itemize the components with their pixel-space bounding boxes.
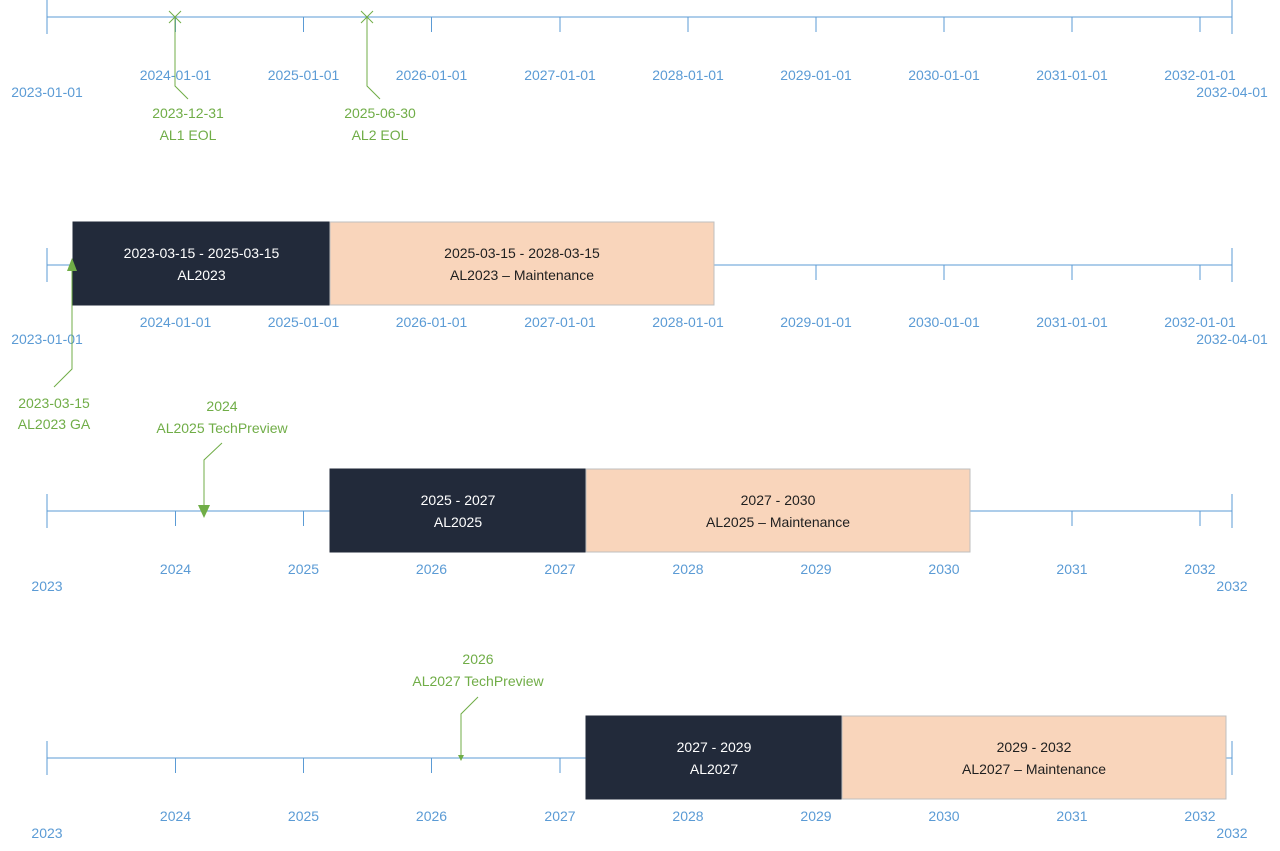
tick-label: 2027 [544, 561, 575, 577]
tick-label: 2024 [160, 808, 191, 824]
axis-start-label: 2023 [31, 825, 62, 841]
arrow-up-icon [67, 258, 77, 271]
tick-label: 2029 [800, 808, 831, 824]
tick-label: 2030-01-01 [908, 314, 980, 330]
active-phase-bar [329, 468, 587, 553]
tick-label: 2024 [160, 561, 191, 577]
phase-name-label: AL2025 – Maintenance [706, 514, 850, 530]
tick-label: 2027-01-01 [524, 67, 596, 83]
milestone-leader-line [174, 17, 189, 100]
tick-label: 2032 [1184, 561, 1215, 577]
tick-label: 2030-01-01 [908, 67, 980, 83]
phase-range-label: 2027 - 2029 [677, 739, 752, 755]
axis-start-label: 2023-01-01 [11, 84, 83, 100]
axis-start-label: 2023 [31, 578, 62, 594]
phase-range-label: 2025-03-15 - 2028-03-15 [444, 245, 600, 261]
phase-name-label: AL2025 [434, 514, 482, 530]
tick-label: 2025-01-01 [268, 67, 340, 83]
axis-end-label: 2032 [1216, 578, 1247, 594]
milestone-label: AL2 EOL [352, 127, 409, 143]
arrow-down-icon [458, 755, 464, 761]
phase-range-label: 2025 - 2027 [421, 492, 496, 508]
tick-label: 2027-01-01 [524, 314, 596, 330]
tick-label: 2026 [416, 808, 447, 824]
tick-label: 2029 [800, 561, 831, 577]
phase-name-label: AL2023 – Maintenance [450, 267, 594, 283]
phase-name-label: AL2027 – Maintenance [962, 761, 1106, 777]
milestone-date: 2026 [462, 651, 493, 667]
axis-end-label: 2032 [1216, 825, 1247, 841]
tick-label: 2026-01-01 [396, 314, 468, 330]
milestone-date: 2023-12-31 [152, 105, 224, 121]
tick-label: 2028 [672, 808, 703, 824]
milestone-label: AL2025 TechPreview [156, 420, 288, 436]
milestone-date: 2024 [206, 398, 237, 414]
tick-label: 2032-01-01 [1164, 314, 1236, 330]
tick-label: 2031-01-01 [1036, 67, 1108, 83]
phase-name-label: AL2023 [177, 267, 225, 283]
tick-label: 2028-01-01 [652, 314, 724, 330]
phase-name-label: AL2027 [690, 761, 738, 777]
maintenance-phase-bar [585, 468, 971, 553]
tick-label: 2028-01-01 [652, 67, 724, 83]
milestone-date: 2025-06-30 [344, 105, 416, 121]
tick-label: 2024-01-01 [140, 314, 212, 330]
tick-label: 2028 [672, 561, 703, 577]
tick-label: 2025 [288, 561, 319, 577]
tick-label: 2029-01-01 [780, 314, 852, 330]
phase-range-label: 2023-03-15 - 2025-03-15 [124, 245, 280, 261]
tick-label: 2029-01-01 [780, 67, 852, 83]
milestone-leader-line [460, 696, 479, 757]
maintenance-phase-bar [841, 715, 1227, 800]
tick-label: 2025-01-01 [268, 314, 340, 330]
tick-label: 2030 [928, 561, 959, 577]
tick-label: 2025 [288, 808, 319, 824]
axis-end-label: 2032-04-01 [1196, 84, 1268, 100]
tick-label: 2031-01-01 [1036, 314, 1108, 330]
milestone-label: AL2023 GA [18, 416, 91, 432]
milestone-label: AL1 EOL [160, 127, 217, 143]
phase-range-label: 2029 - 2032 [997, 739, 1072, 755]
phase-range-label: 2027 - 2030 [741, 492, 816, 508]
tick-label: 2026-01-01 [396, 67, 468, 83]
tick-label: 2024-01-01 [140, 67, 212, 83]
milestone-leader-line [366, 17, 381, 100]
arrow-down-icon [198, 505, 210, 518]
milestone-label: AL2027 TechPreview [412, 673, 544, 689]
active-phase-bar [72, 221, 331, 306]
maintenance-phase-bar [329, 221, 715, 306]
tick-label: 2032-01-01 [1164, 67, 1236, 83]
tick-label: 2030 [928, 808, 959, 824]
tick-label: 2031 [1056, 561, 1087, 577]
tick-label: 2026 [416, 561, 447, 577]
active-phase-bar [585, 715, 843, 800]
tick-label: 2031 [1056, 808, 1087, 824]
axis-start-label: 2023-01-01 [11, 331, 83, 347]
milestone-leader-line [203, 442, 223, 506]
axis-end-label: 2032-04-01 [1196, 331, 1268, 347]
milestone-leader-line [53, 270, 73, 388]
tick-label: 2027 [544, 808, 575, 824]
tick-label: 2032 [1184, 808, 1215, 824]
milestone-date: 2023-03-15 [18, 395, 90, 411]
